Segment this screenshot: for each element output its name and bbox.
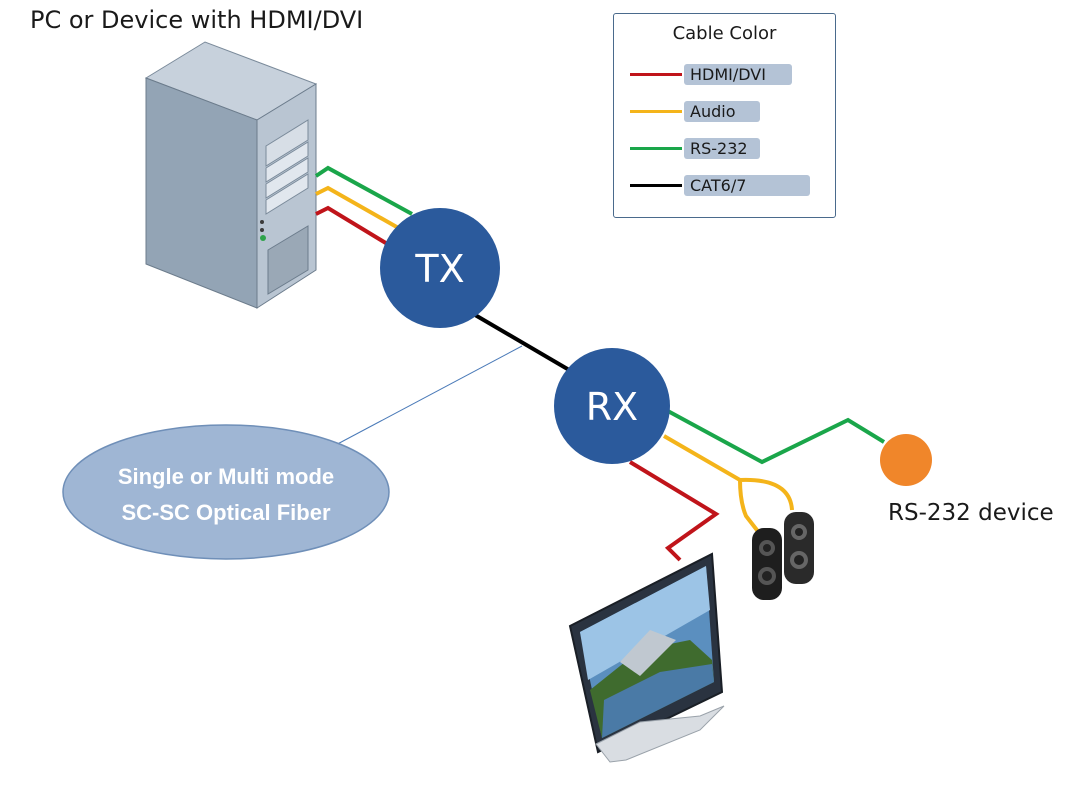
- hdmi-cable-pc: [315, 205, 396, 250]
- speakers-icon: [752, 512, 814, 600]
- hdmi-cable-rx: [628, 460, 720, 562]
- audio-cable-rx: [662, 434, 794, 536]
- tx-node: [380, 208, 500, 328]
- cat-cable: [468, 310, 578, 376]
- rs232-device-icon: [880, 434, 932, 486]
- pc-tower-icon: [144, 41, 318, 309]
- monitor-icon: [568, 552, 725, 763]
- tx-label: TX: [414, 247, 464, 291]
- rs232-device-label: RS-232 device: [888, 500, 1054, 526]
- fiber-callout-line: [329, 345, 523, 449]
- legend-line-rs232: [630, 147, 682, 150]
- fiber-line-1: Single or Multi mode: [118, 464, 334, 489]
- rx-node: [554, 348, 670, 464]
- fiber-callout: [62, 424, 390, 560]
- legend-label-rs232: RS-232: [684, 138, 760, 159]
- rs232-cable-rx: [665, 408, 886, 465]
- legend: Cable Color HDMI/DVI Audio RS-232 CAT6/7: [613, 13, 836, 218]
- audio-cable-pc: [315, 185, 403, 232]
- legend-line-audio: [630, 110, 682, 113]
- legend-label-cat: CAT6/7: [684, 175, 810, 196]
- legend-label-audio: Audio: [684, 101, 760, 122]
- legend-label-hdmi: HDMI/DVI: [684, 64, 792, 85]
- legend-line-hdmi: [630, 73, 682, 76]
- legend-title: Cable Color: [672, 23, 777, 44]
- rx-label: RX: [586, 385, 638, 429]
- legend-line-cat: [630, 184, 682, 187]
- page-title: PC or Device with HDMI/DVI: [30, 6, 364, 34]
- rs232-cable-pc: [314, 165, 413, 216]
- fiber-line-2: SC-SC Optical Fiber: [121, 500, 330, 525]
